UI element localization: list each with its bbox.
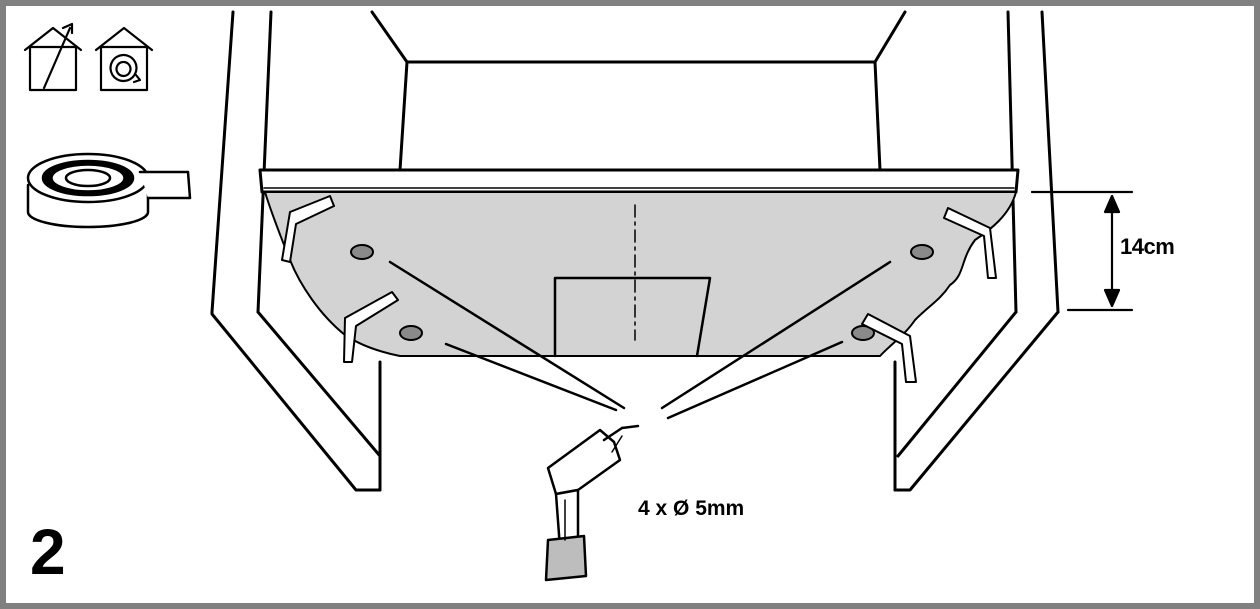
drill-icon bbox=[544, 424, 640, 582]
cabinet-left-panel bbox=[210, 10, 382, 492]
template-center-cutout bbox=[553, 276, 712, 358]
tape-strip bbox=[861, 313, 917, 383]
height-dimension bbox=[1030, 190, 1134, 312]
house-recirculation-icon bbox=[94, 26, 154, 92]
dimension-label: 14cm bbox=[1120, 234, 1175, 259]
mounting-hole bbox=[399, 325, 423, 341]
sealing-tape-icon bbox=[26, 152, 192, 229]
cabinet-interior bbox=[370, 10, 907, 172]
cabinet-right-panel bbox=[893, 10, 1060, 492]
mounting-hole bbox=[350, 244, 374, 260]
drilling-template-sheet bbox=[264, 191, 1017, 357]
mounting-hole bbox=[910, 244, 934, 260]
tape-strip bbox=[281, 195, 335, 263]
tape-strips bbox=[281, 195, 997, 383]
hole-spec-label: 4 x Ø 5mm bbox=[638, 497, 745, 520]
tape-strip bbox=[943, 207, 997, 279]
drill-guide-lines bbox=[388, 260, 892, 420]
house-extraction-icon bbox=[23, 22, 83, 92]
cabinet-front-rail bbox=[258, 168, 1020, 194]
mounting-holes bbox=[350, 244, 934, 341]
step-number: 2 bbox=[30, 516, 66, 588]
mounting-hole bbox=[851, 325, 875, 341]
tape-strip bbox=[343, 291, 399, 363]
